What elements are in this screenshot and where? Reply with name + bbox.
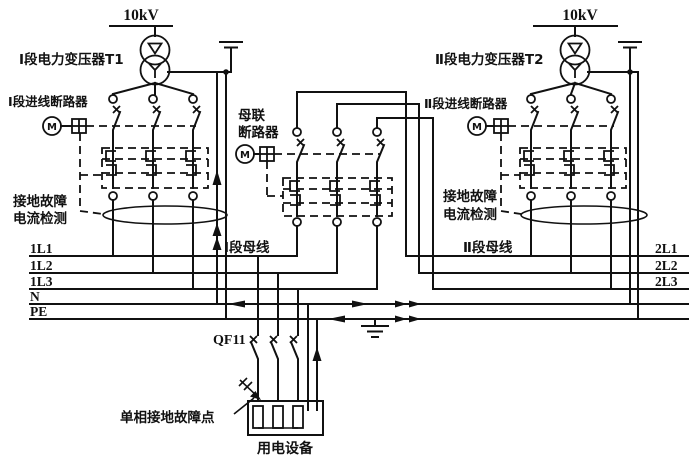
bus-label-1l1: 1L1 — [30, 241, 53, 256]
transformer-t1-label: Ⅰ段电力变压器T1 — [19, 51, 124, 68]
current-arrow-left-icon — [328, 315, 345, 323]
trip-coil-icon — [603, 150, 615, 176]
load-element-icon — [252, 405, 264, 429]
source-voltage-left-label: 10kV — [123, 7, 159, 24]
current-arrow-right-icon — [409, 300, 421, 308]
zero-sequence-ct-right — [520, 205, 648, 225]
operator-box-icon — [259, 146, 275, 162]
qf11-label: QF11 — [213, 333, 246, 348]
motor-operator-left: M — [42, 116, 196, 215]
motor-operator-right: M — [467, 116, 614, 215]
current-arrow-right-icon — [352, 300, 368, 308]
breaker-pole — [108, 94, 202, 149]
ground-fault-right-label-1: 接地故障 — [443, 188, 497, 205]
load-element-icon — [292, 405, 304, 429]
current-arrow-up-icon — [212, 170, 222, 185]
trip-coil-icon — [289, 180, 301, 206]
bus-tie-breaker: 母联 断路器 M — [235, 91, 434, 290]
trip-coil-icon — [145, 150, 157, 176]
current-arrow-right-icon — [395, 315, 407, 323]
earth-icon-t2 — [618, 41, 642, 73]
section2-incoming-breaker: Ⅱ段进线断路器 M — [424, 81, 648, 290]
fault-point-label: 单相接地故障点 — [120, 409, 215, 426]
trip-unit-box-left — [101, 147, 209, 189]
trip-coil-icon — [185, 150, 197, 176]
transformer-t2-label: Ⅱ段电力变压器T2 — [435, 51, 544, 68]
current-arrow-up-icon — [312, 347, 322, 361]
busbar-section1-label: Ⅰ段母线 — [224, 239, 270, 256]
bus-label-1l3: 1L3 — [30, 274, 53, 289]
current-arrow-right-icon — [409, 315, 421, 323]
bus-tie-label-2: 断路器 — [238, 124, 279, 141]
breaker-pole — [526, 94, 620, 149]
motor-operator-tie: M — [235, 144, 380, 197]
bus-label-2l2: 2L2 — [655, 258, 678, 273]
trip-coil-icon — [523, 150, 535, 176]
transformer-t2-icon — [559, 34, 591, 86]
section1-supply: 10kV Ⅰ段电力变压器T1 — [19, 7, 243, 320]
equipment-box — [247, 400, 324, 436]
earth-icon-center — [361, 318, 389, 338]
transformer-t1-icon — [139, 34, 171, 86]
zero-sequence-ct-left — [102, 205, 228, 225]
section2-supply: 10kV Ⅱ段电力变压器T2 — [435, 7, 642, 320]
fault-flash-icon — [238, 377, 261, 400]
trip-unit-box-tie — [282, 177, 393, 217]
t2-neutral-earthing — [587, 41, 642, 320]
earth-icon-t1 — [219, 41, 243, 73]
motor-label: M — [47, 122, 57, 133]
current-arrow-right-icon — [395, 300, 407, 308]
ground-fault-left-label-1: 接地故障 — [13, 193, 67, 210]
motor-label: M — [240, 150, 250, 161]
current-arrow-up-icon — [212, 223, 222, 236]
operator-box-icon — [493, 118, 509, 134]
source-voltage-right-label: 10kV — [562, 7, 598, 24]
trip-coil-icon — [563, 150, 575, 176]
bus-label-2l3: 2L3 — [655, 274, 678, 289]
incoming-breaker-right-label: Ⅱ段进线断路器 — [424, 96, 508, 111]
operator-box-icon — [71, 118, 87, 134]
ground-fault-right-label-2: 电流检测 — [443, 206, 497, 223]
current-arrow-up-icon — [212, 237, 222, 250]
trip-coil-icon — [105, 150, 117, 176]
load-element-icon — [272, 405, 284, 429]
bus-label-1l2: 1L2 — [30, 258, 53, 273]
current-arrow-left-icon — [228, 300, 245, 308]
equipment-label: 用电设备 — [257, 440, 314, 457]
incoming-breaker-left-label: Ⅰ段进线断路器 — [8, 94, 88, 109]
load-branch: QF11 单相接地故障点 用电设备 — [120, 255, 324, 457]
bus-tie-label-1: 母联 — [238, 108, 265, 124]
section1-incoming-breaker: Ⅰ段进线断路器 M — [8, 81, 228, 290]
trip-unit-box-right — [519, 147, 627, 189]
trip-coil-icon — [369, 180, 381, 206]
trip-coil-icon — [329, 180, 341, 206]
bus-label-pe: PE — [30, 304, 47, 319]
bus-label-n: N — [30, 289, 40, 304]
bus-label-2l1: 2L1 — [655, 241, 678, 256]
t1-neutral-earthing — [167, 41, 243, 320]
motor-label: M — [472, 122, 482, 133]
ground-fault-left-label-2: 电流检测 — [13, 210, 67, 227]
lv-bus-network: 1L1 1L2 1L3 N PE 2L1 2L2 2L3 Ⅰ段母线 Ⅱ段母线 — [29, 239, 689, 338]
busbar-section2-label: Ⅱ段母线 — [463, 239, 513, 256]
